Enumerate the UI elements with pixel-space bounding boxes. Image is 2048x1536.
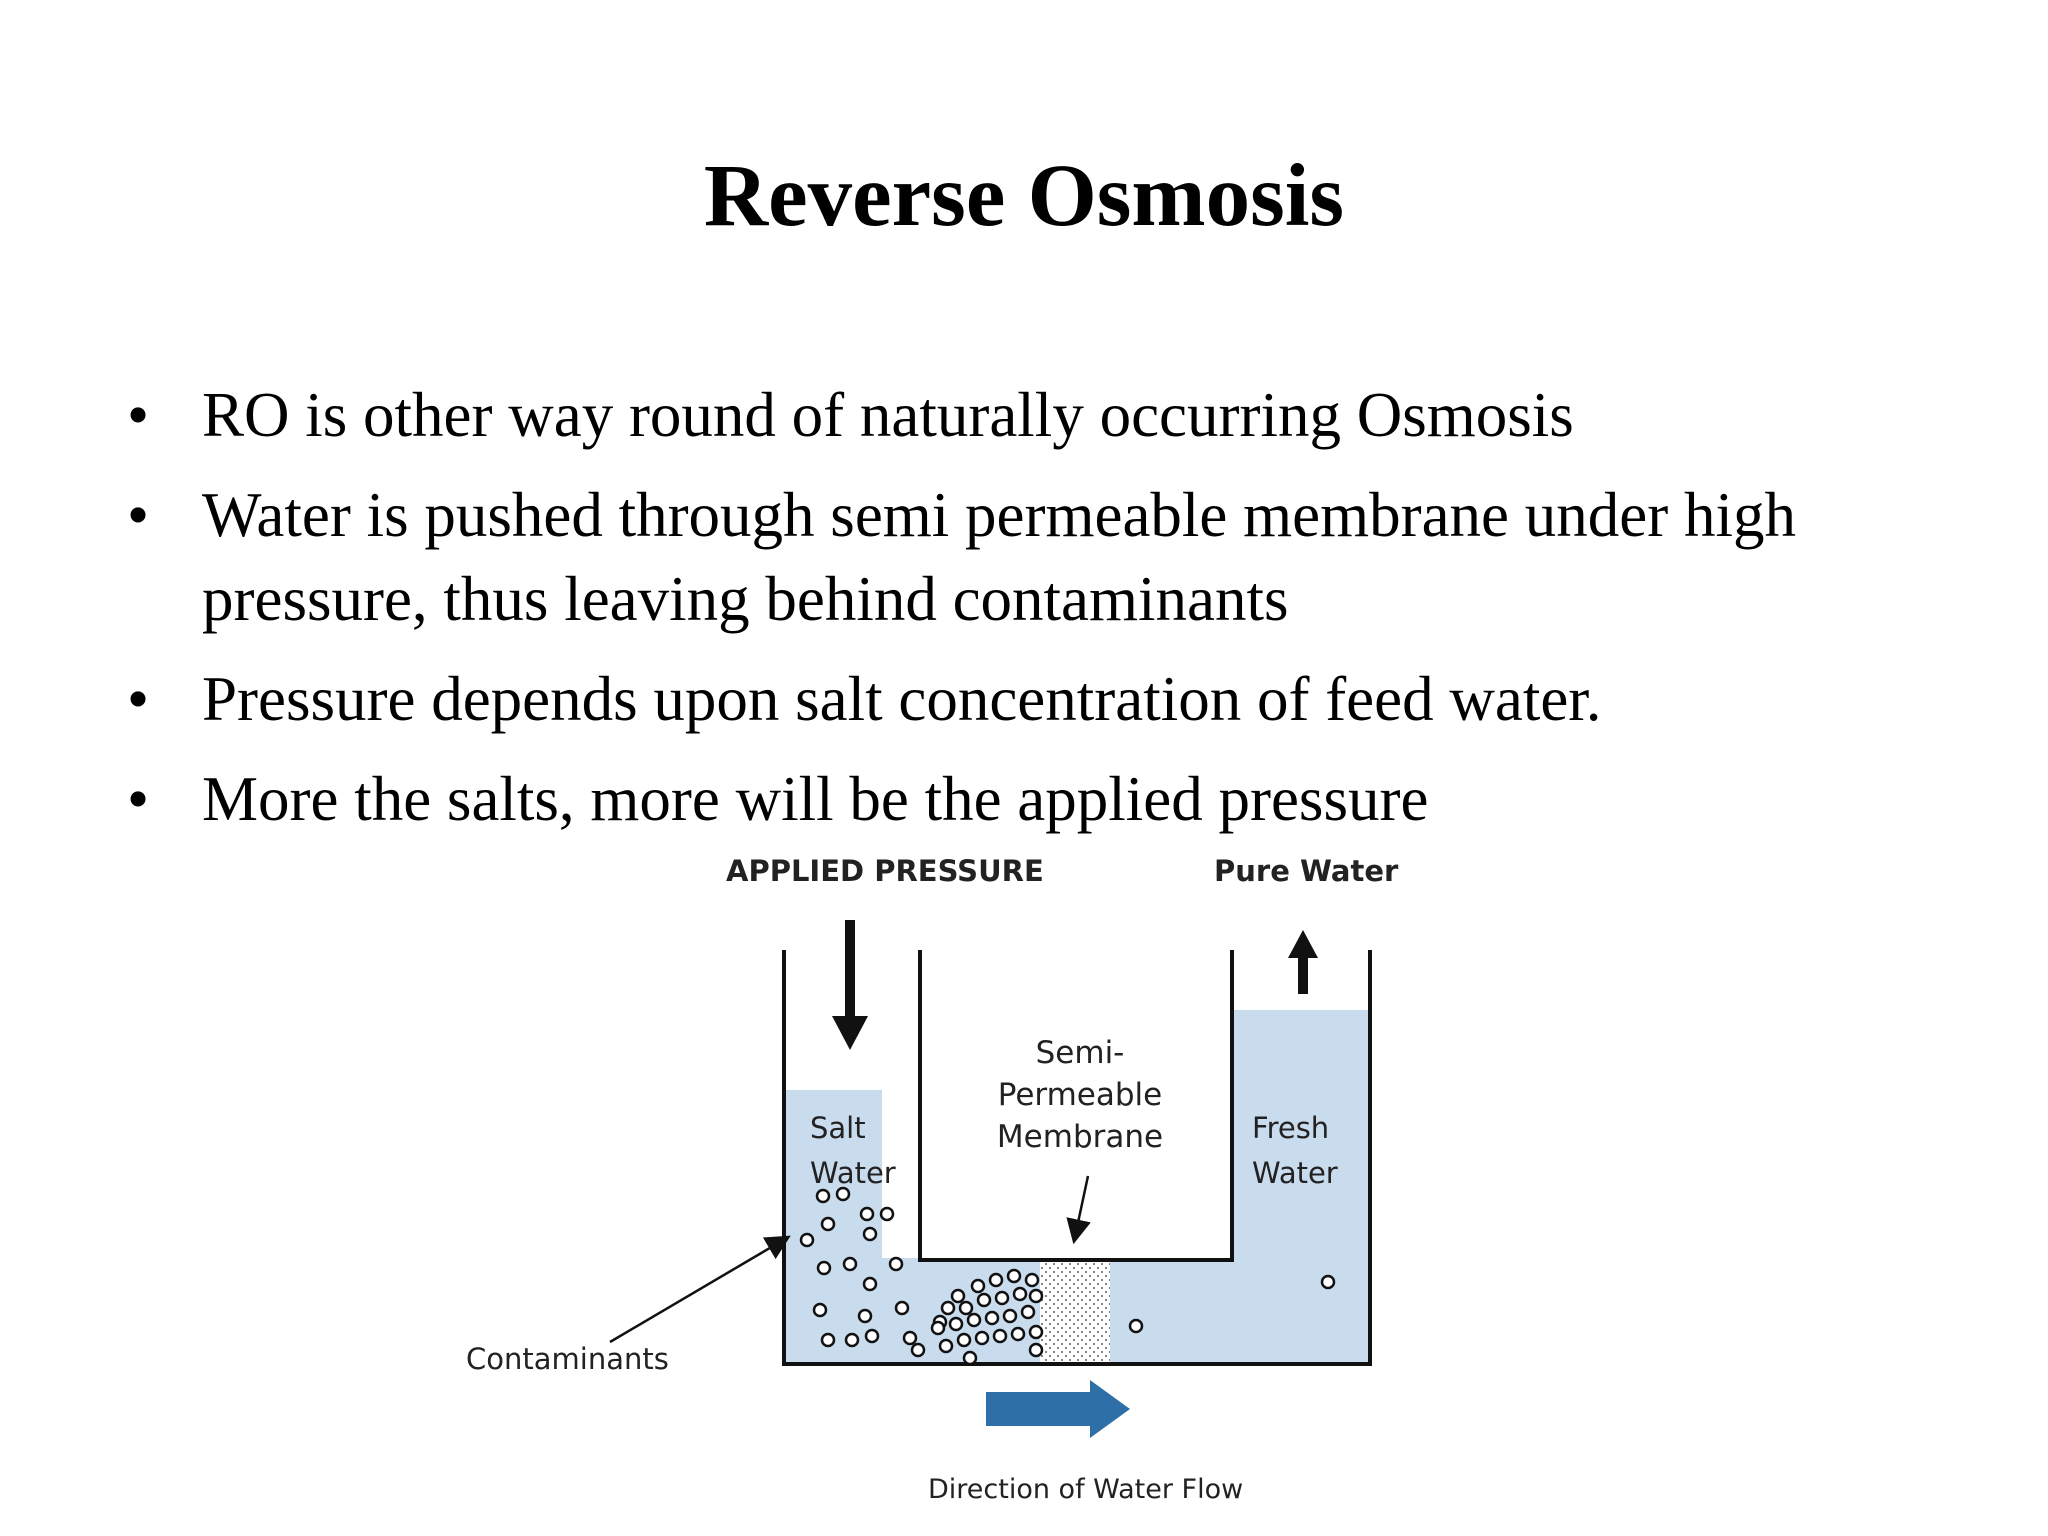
bullet-item: • Pressure depends upon salt concentrati… bbox=[118, 657, 1998, 741]
contaminants-label: Contaminants bbox=[466, 1342, 669, 1376]
reverse-osmosis-diagram: APPLIED PRESSURE Pure Water Semi- Permea… bbox=[440, 850, 1440, 1530]
fresh-water-label: Fresh Water bbox=[1252, 1111, 1338, 1190]
bullet-item: • RO is other way round of naturally occ… bbox=[118, 373, 1998, 457]
water-flow-arrow bbox=[986, 1380, 1130, 1438]
diagram-drawing bbox=[609, 920, 1372, 1438]
bullet-text: Pressure depends upon salt concentration… bbox=[202, 664, 1602, 734]
inner-wall bbox=[918, 950, 1234, 1262]
bullet-icon: • bbox=[126, 664, 150, 734]
contaminant-particles bbox=[799, 1186, 1336, 1366]
membrane-pointer bbox=[1066, 1175, 1091, 1245]
fresh-water-region bbox=[1110, 1010, 1370, 1364]
pure-water-label: Pure Water bbox=[1214, 854, 1399, 888]
bullet-text: More the salts, more will be the applied… bbox=[202, 764, 1429, 834]
contaminants-pointer bbox=[609, 1235, 791, 1344]
bullet-item: • Water is pushed through semi permeable… bbox=[118, 473, 1998, 641]
bullet-text: RO is other way round of naturally occur… bbox=[202, 380, 1574, 450]
semi-permeable-membrane-label: Semi- Permeable Membrane bbox=[996, 1035, 1164, 1155]
container-outline bbox=[782, 950, 1372, 1366]
bullet-list: • RO is other way round of naturally occ… bbox=[118, 373, 1998, 857]
pure-water-arrow bbox=[1288, 930, 1318, 994]
salt-water-label: Salt Water bbox=[810, 1111, 896, 1190]
slide-title: Reverse Osmosis bbox=[703, 147, 1345, 245]
applied-pressure-label: APPLIED PRESSURE bbox=[726, 854, 1044, 888]
membrane bbox=[1040, 1258, 1110, 1364]
water-flow-label: Direction of Water Flow bbox=[928, 1474, 1244, 1505]
bullet-icon: • bbox=[126, 764, 150, 834]
bullet-text: Water is pushed through semi permeable m… bbox=[202, 480, 1796, 634]
bullet-item: • More the salts, more will be the appli… bbox=[118, 757, 1998, 841]
bullet-icon: • bbox=[126, 380, 150, 450]
applied-pressure-arrow bbox=[832, 920, 868, 1050]
bullet-icon: • bbox=[126, 480, 150, 550]
salt-water-region bbox=[784, 1090, 1040, 1364]
